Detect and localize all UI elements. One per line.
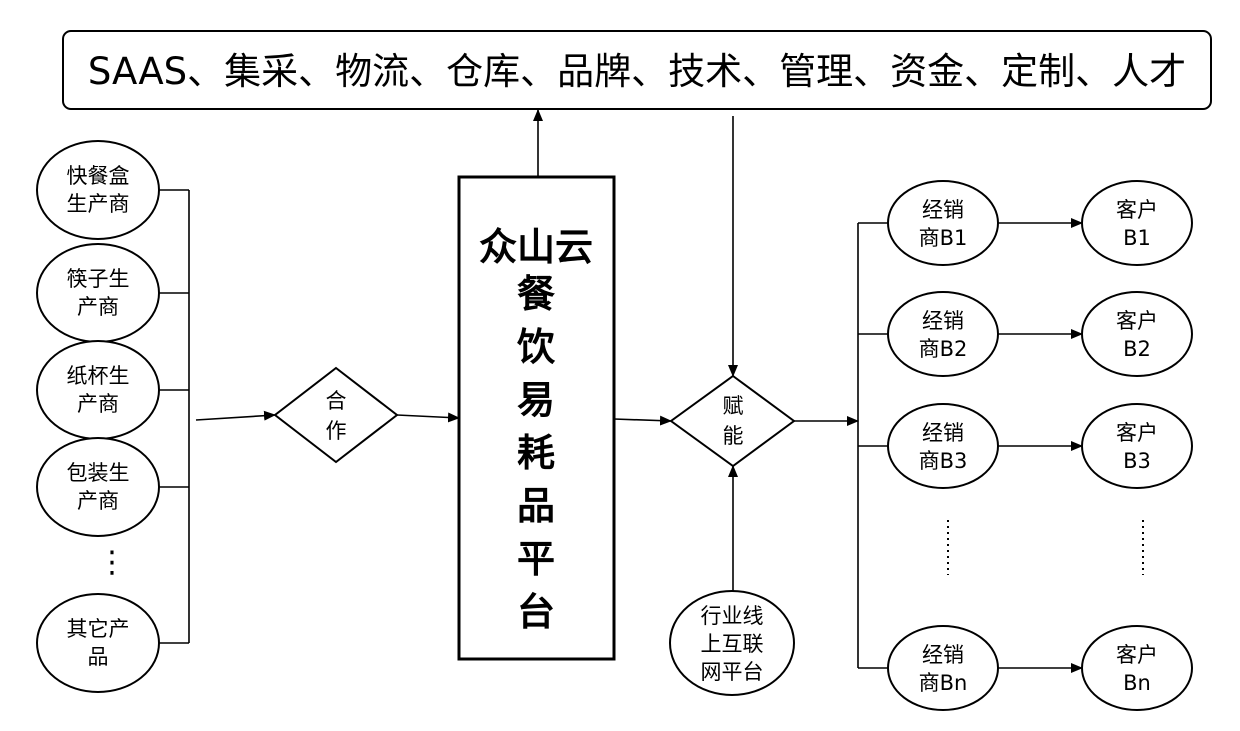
customer-b2: 客户 B2 [1081,291,1193,377]
internet-label-line: 网平台 [701,660,764,684]
supplier-bracket [159,189,190,644]
customer-label-line: 客户 [1116,309,1158,333]
distributor-bn: 经销 商Bn [887,625,999,711]
cooperate-label-line: 作 [326,419,347,443]
customer-label-line: 客户 [1116,643,1158,667]
supplier-ellipsis: ⋮ [97,545,127,580]
internet-platform-node: 行业线 上互联 网平台 [669,590,795,696]
cooperate-label-line: 合 [326,389,347,413]
supplier-其它: 其它产 品 [36,593,160,693]
platform-title-line: 易 [517,378,555,422]
distributor-label-line: 经销 [922,421,964,445]
distributor-label-line: 经销 [922,309,964,333]
supplier-label-line: 纸杯生 [67,364,130,388]
customer-b1: 客户 B1 [1081,180,1193,266]
cooperate-diamond: 合 作 [273,366,399,464]
supplier-label-line: 产商 [77,295,119,319]
supplier-纸杯: 纸杯生 产商 [36,340,160,440]
distributor-label-line: 商B3 [919,449,968,473]
arrow-to-platform [396,412,460,423]
internet-label-line: 上互联 [701,632,764,656]
supplier-包装: 包装生 产商 [36,437,160,537]
customer-label-line: B2 [1123,337,1151,361]
supplier-筷子: 筷子生 产商 [36,243,160,343]
supplier-label-line: 产商 [77,392,119,416]
internet-label-line: 行业线 [701,604,764,628]
platform-title-line: 耗 [517,431,555,475]
platform-title-line: 平 [517,537,555,581]
platform-box: 众山云 餐 饮 易 耗 品 平 台 [457,175,616,661]
customer-b3: 客户 B3 [1081,403,1193,489]
arrow-to-cooperate [195,410,276,421]
customer-bn: 客户 Bn [1081,625,1193,711]
supplier-label-line: 生产商 [67,192,130,216]
customer-label-line: 客户 [1116,198,1158,222]
empower-diamond: 赋 能 [669,374,796,468]
distributor-b3: 经销 商B3 [887,403,999,489]
supplier-快餐盒: 快餐盒 生产商 [36,140,160,240]
platform-title-line: 餐 [517,272,555,316]
supplier-label-line: 筷子生 [67,267,130,291]
distributor-label-line: 经销 [922,643,964,667]
distributor-label-line: 经销 [922,198,964,222]
supplier-label-line: 包装生 [67,461,130,485]
platform-title-line: 众山云 [479,225,593,269]
distributor-label-line: 商B1 [919,226,968,250]
customer-label-line: B1 [1123,226,1151,250]
supplier-label-line: 产商 [77,489,119,513]
distributor-label-line: 商Bn [919,671,968,695]
empower-label-line: 能 [723,424,744,448]
customer-label-line: 客户 [1116,421,1158,445]
distributor-b1: 经销 商B1 [887,180,999,266]
platform-title-line: 饮 [517,325,556,369]
supplier-label-line: 其它产 [67,617,130,641]
services-banner-text: SAAS、集采、物流、仓库、品牌、技术、管理、资金、定制、人才 [88,50,1186,93]
customer-label-line: Bn [1123,671,1151,695]
customer-label-line: B3 [1123,449,1151,473]
supplier-label-line: 快餐盒 [67,164,130,188]
empower-label-line: 赋 [723,394,744,418]
distributor-b2: 经销 商B2 [887,291,999,377]
arrow-platform-to-empower [613,415,672,426]
services-banner: SAAS、集采、物流、仓库、品牌、技术、管理、资金、定制、人才 [62,30,1212,110]
distributor-label-line: 商B2 [919,337,968,361]
platform-title-line: 台 [517,590,555,634]
distributor-bracket [857,222,888,669]
platform-title-line: 品 [517,484,555,528]
supplier-label-line: 品 [88,645,109,669]
